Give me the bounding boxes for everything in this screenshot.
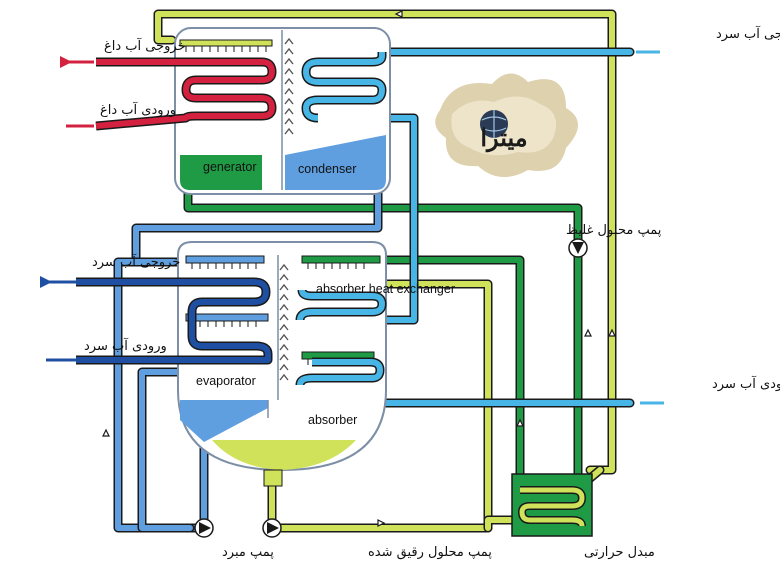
pump-strong-solution: پمپ محلول غلیظ: [566, 223, 662, 258]
condenser-refrigerant: [285, 135, 386, 190]
cold-out-left-label: خروجی آب سرد: [92, 253, 180, 270]
heat-exchanger-label: مبدل حرارتی: [584, 545, 655, 560]
pump-refrigerant-label: پمپ مبرد: [222, 545, 274, 560]
evaporator-absorber-vessel: evaporator absorber absorber heat exchan…: [76, 241, 455, 487]
absorber-pool: [212, 440, 356, 470]
condenser-label: condenser: [298, 162, 356, 176]
logo-text: میترا: [480, 123, 527, 153]
heat-exchanger: مبدل حرارتی: [511, 473, 655, 560]
condenser-coil: [303, 52, 385, 121]
generator-condenser-vessel: generator condenser: [95, 27, 391, 195]
flow-direction-marks: [102, 10, 616, 527]
generator-solution: [180, 155, 262, 190]
absorber-coil: [297, 359, 384, 386]
hot-water-out-label: خروجی آب داغ: [104, 37, 186, 54]
pump-weak-label: پمپ محلول رقیق شده: [368, 545, 492, 560]
absorber-hx-label: absorber heat exchanger: [316, 282, 455, 296]
hot-water-in-label: ورودی آب داغ: [100, 101, 176, 118]
cold-out-right-label: خروجی آب سرد: [716, 25, 780, 42]
evaporator-label: evaporator: [196, 374, 256, 388]
pump-strong-label: پمپ محلول غلیظ: [566, 223, 662, 238]
vapor-chevrons: [284, 37, 294, 135]
pump-refrigerant: پمپ مبرد: [194, 518, 274, 560]
evaporator-pool: [180, 400, 268, 442]
hot-water-coil: [95, 59, 275, 129]
pump-weak-solution: پمپ محلول رقیق شده: [262, 518, 492, 560]
absorber-label: absorber: [308, 413, 357, 427]
cold-in-right-label: ورودی آب سرد: [712, 375, 780, 392]
cold-in-left-label: ورودی آب سرد: [84, 337, 167, 354]
chilled-water-coil: [76, 279, 271, 363]
brand-logo: میترا: [435, 73, 578, 178]
generator-label: generator: [203, 160, 257, 174]
